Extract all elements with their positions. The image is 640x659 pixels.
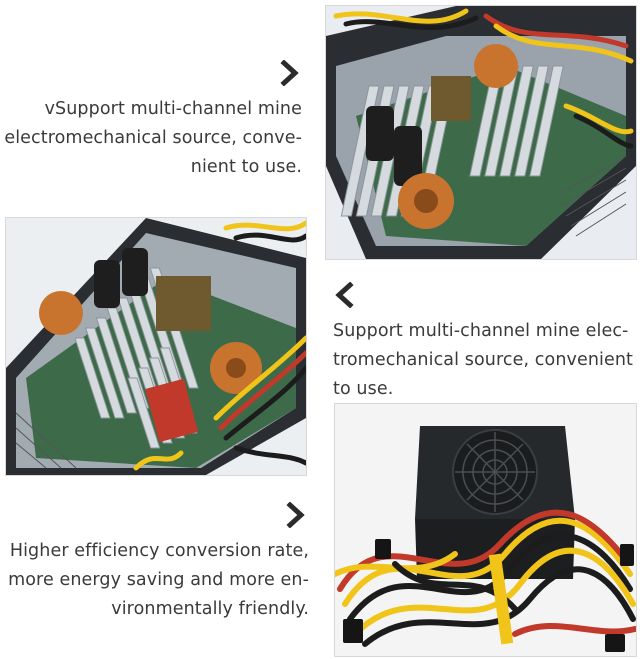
psu-exterior-cables-photo xyxy=(334,403,637,657)
caption-line: to use. xyxy=(333,379,394,399)
caption-line: electromechanical source, conve- xyxy=(4,128,302,148)
chevron-right-icon xyxy=(277,60,303,86)
psu-interior-illustration-1 xyxy=(326,6,636,259)
caption-line: vSupport multi-channel mine xyxy=(44,99,302,119)
caption-line: Higher efficiency conversion rate, xyxy=(9,541,309,561)
chevron-right-icon xyxy=(283,502,309,528)
chevron-left-icon xyxy=(331,282,357,308)
caption-panel-3: Higher efficiency conversion rate, more … xyxy=(4,537,309,624)
caption-panel-2: Support multi-channel mine elec- tromech… xyxy=(333,317,638,404)
psu-interior-photo-2 xyxy=(5,217,307,476)
caption-line: nient to use. xyxy=(190,157,302,177)
psu-interior-photo-1 xyxy=(325,5,637,260)
caption-line: more energy saving and more en- xyxy=(8,570,309,590)
psu-exterior-illustration xyxy=(335,404,636,656)
caption-line: tromechanical source, convenient xyxy=(333,350,634,370)
caption-line: Support multi-channel mine elec- xyxy=(333,321,629,341)
caption-line: vironmentally friendly. xyxy=(111,599,309,619)
caption-panel-1: vSupport multi-channel mine electromecha… xyxy=(2,95,302,182)
psu-interior-illustration-2 xyxy=(6,218,306,475)
